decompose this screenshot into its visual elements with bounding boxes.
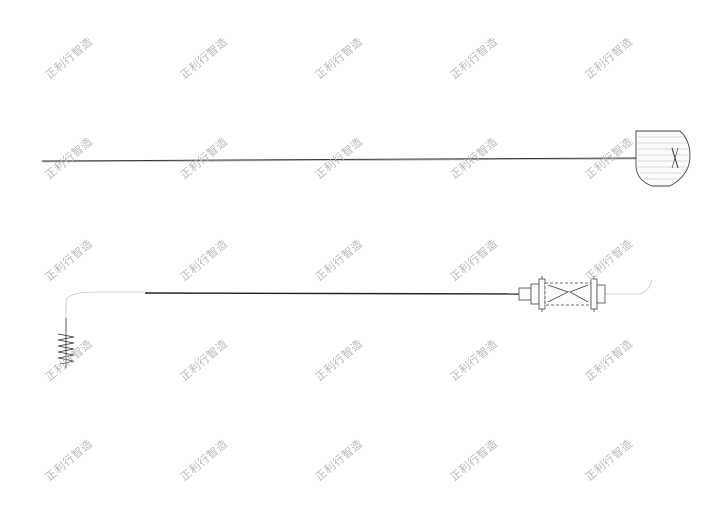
top-rod [41,157,637,162]
left-thin-wire [65,291,145,325]
main-shaft [144,292,521,295]
coil-spring [57,318,75,368]
right-thin-wire [605,279,653,295]
top-rod-assembly [41,130,691,187]
top-rod-shadow [41,158,637,163]
half-dome-cap [635,130,691,187]
bottom-wire-assembly [57,276,653,368]
connector-hub [518,276,606,312]
